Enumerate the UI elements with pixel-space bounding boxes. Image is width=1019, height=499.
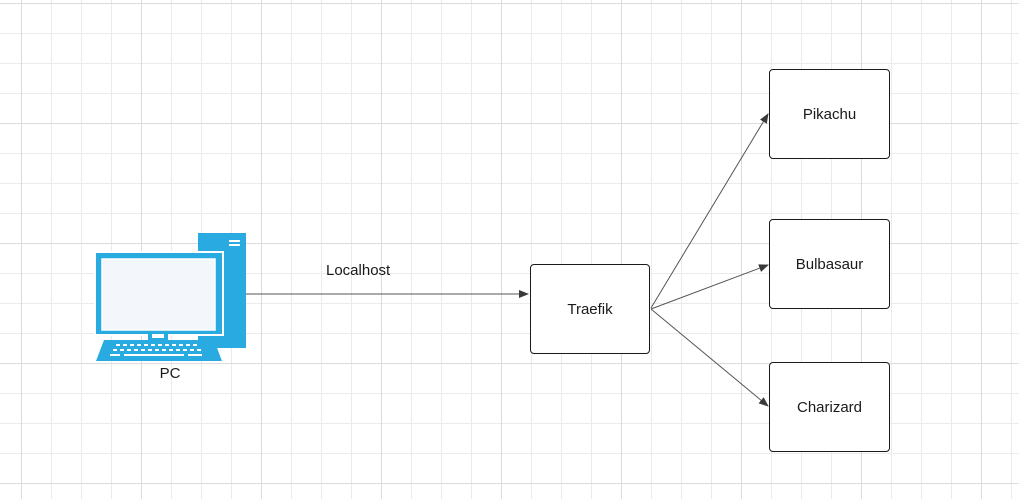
node-bulbasaur[interactable]: Bulbasaur xyxy=(769,219,890,309)
desktop-computer-icon[interactable] xyxy=(94,233,246,363)
node-charizard[interactable]: Charizard xyxy=(769,362,890,452)
edge-traefik-to-bulbasaur[interactable] xyxy=(650,264,769,310)
pc-label: PC xyxy=(159,365,181,382)
node-traefik[interactable]: Traefik xyxy=(530,264,650,354)
edge-label-localhost: Localhost xyxy=(326,262,391,279)
node-pikachu-label: Pikachu xyxy=(802,105,857,123)
node-charizard-label: Charizard xyxy=(796,398,863,416)
edge-traefik-to-charizard[interactable] xyxy=(650,308,769,407)
node-traefik-label: Traefik xyxy=(567,300,613,318)
node-pikachu[interactable]: Pikachu xyxy=(769,69,890,159)
edge-traefik-to-pikachu[interactable] xyxy=(650,113,769,309)
node-bulbasaur-label: Bulbasaur xyxy=(795,255,864,273)
